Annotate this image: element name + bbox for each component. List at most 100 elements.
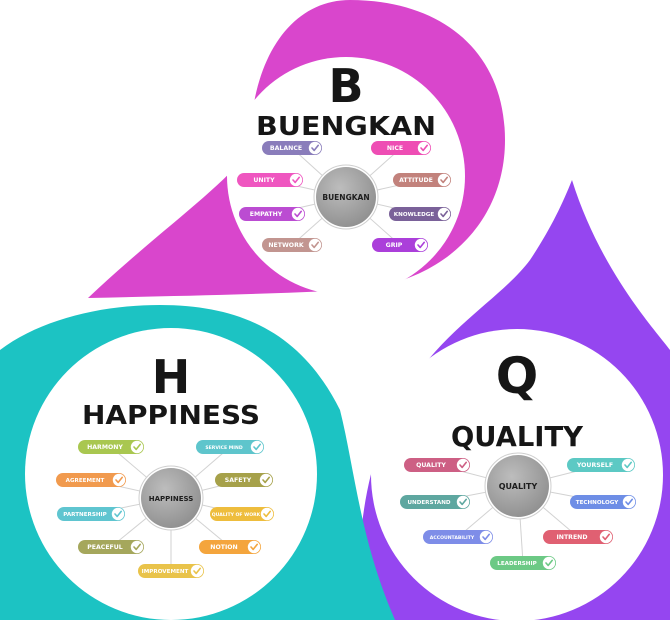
- buengkan-letter: B: [328, 59, 363, 113]
- buengkan-hub-label: BUENGKAN: [322, 193, 369, 202]
- value-pill-label: AGREEMENT: [66, 478, 105, 484]
- value-pill-accountability: ACCOUNTABILITY: [423, 530, 493, 544]
- check-circle-icon: [308, 238, 322, 252]
- checkmark-icon: [250, 543, 258, 551]
- buengkan-hub: [316, 167, 376, 227]
- happiness-hub: [141, 468, 201, 528]
- check-circle-icon: [247, 540, 261, 554]
- value-pill-label: INTREND: [556, 534, 587, 541]
- value-pill-background: [237, 173, 303, 187]
- check-circle-icon: [130, 540, 144, 554]
- check-circle-icon: [260, 507, 274, 521]
- value-pill-background: [393, 173, 451, 187]
- check-circle-icon: [190, 564, 204, 578]
- value-pill-background: [78, 540, 144, 554]
- checkmark-icon: [440, 176, 448, 184]
- value-pill-background: [56, 473, 126, 487]
- check-circle-icon: [250, 440, 264, 454]
- check-circle-icon: [112, 473, 126, 487]
- value-pill-background: [78, 440, 144, 454]
- value-pill-label: QUALITY: [416, 462, 446, 469]
- checkmark-icon: [114, 510, 122, 518]
- value-pill-intrend: INTREND: [543, 530, 613, 544]
- check-circle-icon: [111, 507, 125, 521]
- checkmark-icon: [133, 543, 141, 551]
- value-pill-partnership: PARTNERSHIP: [57, 507, 125, 521]
- check-circle-icon: [130, 440, 144, 454]
- value-pill-label: KNOWLEDGE: [394, 212, 435, 218]
- value-pill-technology: TECHNOLOGY: [570, 495, 636, 509]
- value-pill-label: SAFETY: [225, 477, 252, 484]
- value-pill-label: NOTION: [210, 544, 237, 551]
- value-pill-peaceful: PEACEFUL: [78, 540, 144, 554]
- checkmark-icon: [311, 241, 319, 249]
- value-pill-label: UNITY: [253, 177, 275, 184]
- value-pill-background: [215, 473, 273, 487]
- quality-letter: Q: [496, 347, 539, 405]
- value-pill-background: [389, 207, 451, 221]
- value-pill-label: YOURSELF: [576, 462, 613, 469]
- checkmark-icon: [294, 210, 302, 218]
- value-pill-label: NETWORK: [268, 242, 303, 249]
- check-circle-icon: [437, 173, 451, 187]
- value-pill-balance: BALANCE: [262, 141, 322, 155]
- value-pill-service-mind: SERVICE MIND: [196, 440, 264, 454]
- check-circle-icon: [622, 495, 636, 509]
- value-pill-label: EMPATHY: [250, 211, 283, 218]
- value-pill-harmony: HARMONY: [78, 440, 144, 454]
- value-pill-background: [371, 141, 431, 155]
- checkmark-icon: [440, 210, 448, 218]
- value-pill-background: [138, 564, 204, 578]
- value-pill-attitude: ATTITUDE: [393, 173, 451, 187]
- value-pill-label: NICE: [387, 145, 403, 152]
- happiness-title: HAPPINESS: [82, 401, 260, 431]
- checkmark-icon: [459, 461, 467, 469]
- check-circle-icon: [456, 495, 470, 509]
- check-circle-icon: [621, 458, 635, 472]
- value-pill-unity: UNITY: [237, 173, 303, 187]
- value-pill-grip: GRIP: [372, 238, 428, 252]
- value-pill-quality: QUALITY: [404, 458, 470, 472]
- check-circle-icon: [456, 458, 470, 472]
- checkmark-icon: [115, 476, 123, 484]
- checkmark-icon: [292, 176, 300, 184]
- value-pill-yourself: YOURSELF: [567, 458, 635, 472]
- checkmark-icon: [133, 443, 141, 451]
- value-pill-background: [404, 458, 470, 472]
- value-pill-label: SERVICE MIND: [205, 445, 242, 451]
- value-pill-quality-of-work: QUALITY OF WORK: [210, 507, 274, 521]
- value-pill-background: [543, 530, 613, 544]
- check-circle-icon: [291, 207, 305, 221]
- value-pill-label: GRIP: [386, 242, 403, 249]
- value-pill-background: [210, 507, 274, 521]
- value-pill-label: BALANCE: [270, 145, 302, 152]
- checkmark-icon: [263, 510, 271, 518]
- value-pill-safety: SAFETY: [215, 473, 273, 487]
- value-pill-background: [372, 238, 428, 252]
- value-pill-background: [490, 556, 556, 570]
- value-pill-leadership: LEADERSHIP: [490, 556, 556, 570]
- value-pill-background: [199, 540, 261, 554]
- buengkan-title: BUENGKAN: [256, 112, 436, 142]
- checkmark-icon: [311, 144, 319, 152]
- check-circle-icon: [308, 141, 322, 155]
- checkmark-icon: [417, 241, 425, 249]
- value-pill-network: NETWORK: [262, 238, 322, 252]
- checkmark-icon: [420, 144, 428, 152]
- checkmark-icon: [253, 443, 261, 451]
- check-circle-icon: [479, 530, 493, 544]
- check-circle-icon: [414, 238, 428, 252]
- value-pill-label: ATTITUDE: [399, 177, 433, 184]
- checkmark-icon: [459, 498, 467, 506]
- checkmark-icon: [545, 559, 553, 567]
- checkmark-icon: [602, 533, 610, 541]
- check-circle-icon: [289, 173, 303, 187]
- value-pill-background: [239, 207, 305, 221]
- checkmark-icon: [482, 533, 490, 541]
- check-circle-icon: [437, 207, 451, 221]
- value-pill-label: PARTNERSHIP: [63, 512, 107, 518]
- value-pill-label: HARMONY: [87, 444, 123, 451]
